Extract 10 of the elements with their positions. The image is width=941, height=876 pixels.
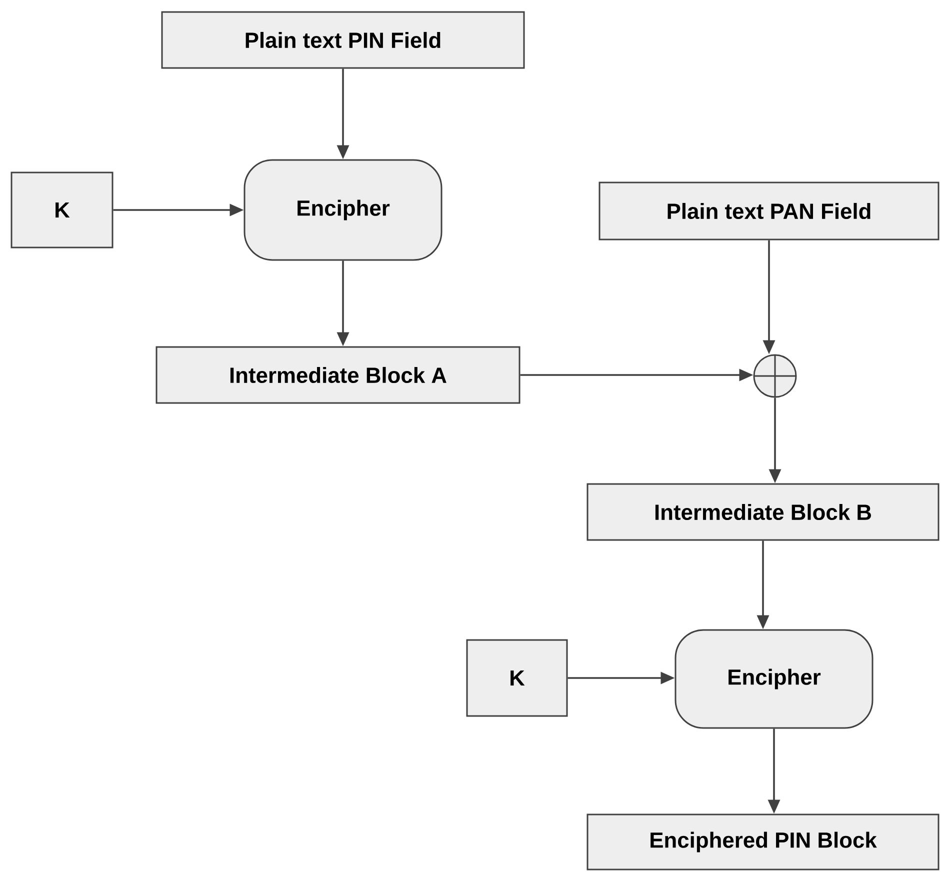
- process-box: Intermediate Block B: [586, 483, 940, 541]
- process-box: K: [10, 172, 114, 248]
- process-rounded-box: Encipher: [244, 159, 442, 261]
- xor-symbol: [753, 354, 797, 398]
- process-box: Intermediate Block A: [156, 346, 520, 404]
- process-box: Plain text PIN Field: [161, 11, 525, 69]
- process-box: K: [466, 639, 568, 717]
- process-rounded-box: Encipher: [674, 629, 874, 729]
- process-box: Plain text PAN Field: [598, 182, 940, 240]
- process-box: Enciphered PIN Block: [586, 814, 940, 870]
